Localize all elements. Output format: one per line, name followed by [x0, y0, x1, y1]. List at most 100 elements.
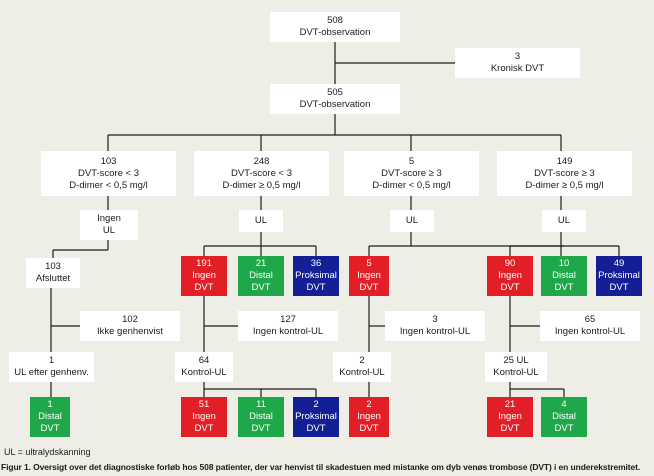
- node-text-line: 248: [253, 155, 270, 167]
- node-text-line: DVT-score ≥ 3: [381, 167, 442, 179]
- node-text-line: D-dimer ≥ 0,5 mg/l: [525, 179, 604, 191]
- node-text-line: Ingen kontrol-UL: [399, 326, 471, 337]
- node-text-line: D-dimer ≥ 0,5 mg/l: [222, 179, 301, 191]
- node-text-line: D-dimer < 0,5 mg/l: [69, 179, 148, 191]
- node-text-line: 5: [408, 155, 415, 167]
- node-text-line: UL: [102, 225, 116, 236]
- node-text-line: DVT: [609, 282, 629, 293]
- node-text-line: Ingen: [498, 270, 522, 281]
- node-text-line: DVT: [554, 282, 574, 293]
- node-text-line: DVT: [554, 423, 574, 434]
- node-text-line: UL: [557, 215, 571, 226]
- node-text-line: Kontrol-UL: [493, 367, 539, 378]
- node-text-line: Ingen: [357, 270, 381, 281]
- node-text-line: UL: [254, 215, 268, 226]
- group4-ul-box: UL: [542, 210, 586, 232]
- node-text-line: DVT: [251, 282, 271, 293]
- node-text-line: Afsluttet: [35, 273, 71, 284]
- node-text-line: DVT: [500, 423, 520, 434]
- node-text-line: Ingen: [97, 213, 121, 224]
- node-text-line: UL: [405, 215, 419, 226]
- node-text-line: 10: [558, 258, 570, 269]
- node-text-line: 505: [327, 87, 343, 98]
- node-text-line: 191: [196, 258, 212, 269]
- node-text-line: 2: [366, 399, 372, 410]
- node-text-line: DVT: [359, 423, 379, 434]
- node-text-line: 508: [327, 15, 343, 26]
- node-text-line: DVT: [306, 282, 326, 293]
- node-text-line: Ingen: [192, 411, 216, 422]
- node-text-line: 90: [504, 258, 516, 269]
- legend-ul-definition: UL = ultralydskanning: [4, 447, 91, 457]
- node-text-line: Ingen: [498, 411, 522, 422]
- node-text-line: Ingen: [192, 270, 216, 281]
- node-text-line: Kronisk DVT: [490, 63, 545, 74]
- node-text-line: 36: [310, 258, 322, 269]
- node-text-line: Distal: [552, 270, 576, 281]
- node-text-line: Ikke genhenvist: [96, 326, 163, 337]
- node-text-line: 3: [514, 51, 521, 62]
- node-text-line: 2: [359, 355, 365, 366]
- node-text-line: Ingen kontrol-UL: [252, 326, 324, 337]
- node-text-line: DVT-score < 3: [231, 167, 292, 179]
- node-text-line: 5: [366, 258, 372, 269]
- node-text-line: 25 UL: [503, 355, 529, 366]
- node-text-line: DVT: [306, 423, 326, 434]
- node-text-line: DVT-score ≥ 3: [534, 167, 595, 179]
- node-text-line: 11: [256, 399, 266, 410]
- node-text-line: Distal: [552, 411, 576, 422]
- node-text-line: 2: [313, 399, 319, 410]
- node-text-line: 3: [432, 314, 438, 325]
- node-text-line: Proksimal: [295, 411, 337, 422]
- figure-caption: Figur 1. Oversigt over det diagnostiske …: [1, 462, 641, 472]
- node-text-line: DVT: [194, 423, 214, 434]
- node-text-line: 1: [48, 355, 55, 366]
- node-text-line: 103: [100, 155, 117, 167]
- node-text-line: 49: [613, 258, 625, 269]
- node-text-line: 64: [198, 355, 210, 366]
- node-text-line: Ingen kontrol-UL: [554, 326, 626, 337]
- node-text-line: 127: [280, 314, 296, 325]
- node-text-line: 51: [198, 399, 210, 410]
- node-text-line: D-dimer < 0,5 mg/l: [372, 179, 451, 191]
- node-text-line: UL efter genhenv.: [14, 367, 89, 378]
- node-text-line: 149: [556, 155, 573, 167]
- node-text-line: Kontrol-UL: [181, 367, 227, 378]
- node-text-line: DVT: [40, 423, 60, 434]
- node-text-line: 102: [122, 314, 138, 325]
- node-text-line: Ingen: [357, 411, 381, 422]
- node-text-line: DVT-observation: [299, 27, 371, 38]
- node-text-line: Proksimal: [295, 270, 337, 281]
- node-text-line: Distal: [38, 411, 62, 422]
- node-text-line: Proksimal: [598, 270, 640, 281]
- node-text-line: DVT-score < 3: [78, 167, 139, 179]
- group3-ul-box: UL: [390, 210, 434, 232]
